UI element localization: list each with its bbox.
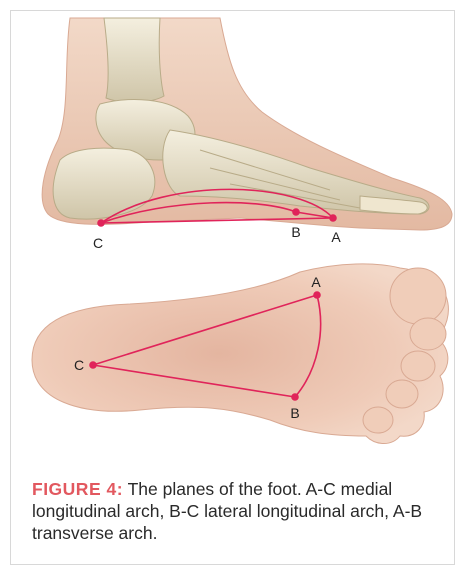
plantar-point-b-label: B	[290, 405, 299, 421]
big-toe	[390, 268, 446, 324]
plantar-point-c-dot	[89, 361, 97, 369]
plantar-foot-view: A C B	[32, 264, 448, 444]
figure-caption: FIGURE 4: The planes of the foot. A-C me…	[32, 478, 437, 544]
fourth-toe	[386, 380, 418, 408]
plantar-point-b-dot	[291, 393, 299, 401]
figure-caption-label: FIGURE 4:	[32, 479, 123, 499]
lateral-point-a-dot	[329, 214, 337, 222]
plantar-point-a-dot	[313, 291, 321, 299]
little-toe	[363, 407, 393, 433]
lateral-point-a-label: A	[331, 229, 341, 245]
third-toe	[401, 351, 435, 381]
lateral-point-c-dot	[97, 219, 105, 227]
lateral-point-b-dot	[292, 208, 300, 216]
plantar-point-c-label: C	[74, 357, 84, 373]
plantar-point-a-label: A	[311, 274, 321, 290]
lateral-point-b-label: B	[291, 224, 300, 240]
second-toe	[410, 318, 446, 350]
lateral-point-c-label: C	[93, 235, 103, 251]
lateral-foot-view: C B A	[42, 18, 452, 251]
tibia-bone	[104, 18, 164, 102]
